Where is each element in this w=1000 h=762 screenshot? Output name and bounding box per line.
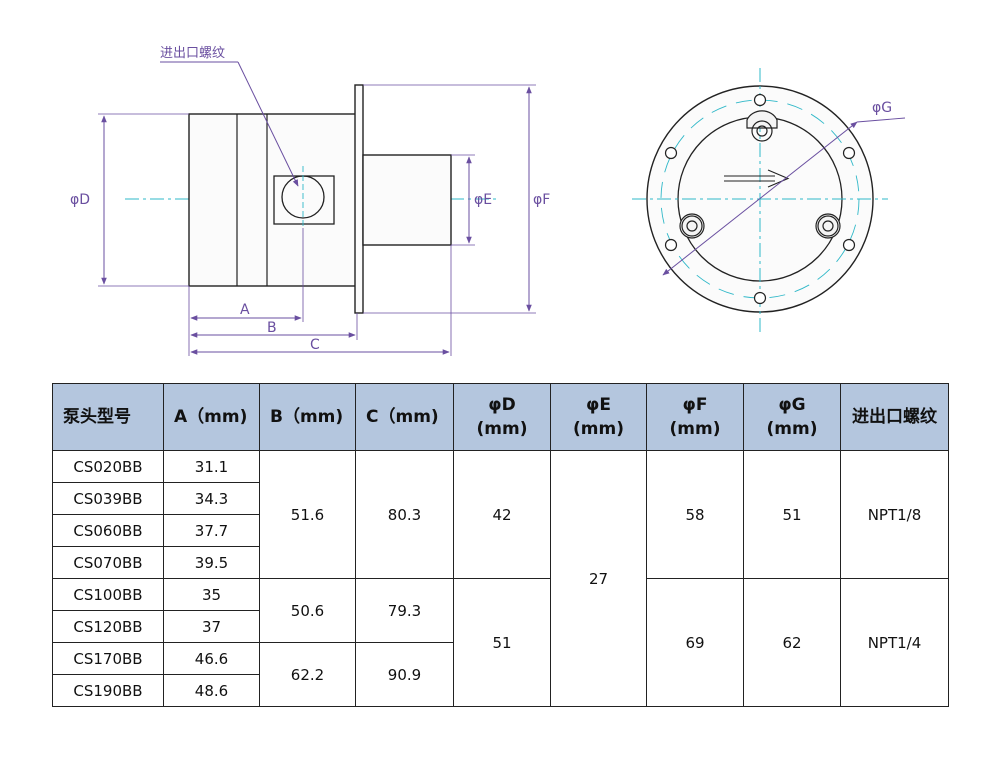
cell-model: CS190BB [52,674,164,707]
col-header-thread: 进出口螺纹 [840,383,949,451]
table-row: CS060BB 37.7 [52,514,949,547]
dim-label-B: B [267,320,277,336]
dim-label-E: φE [474,192,492,208]
col-header-E: φE(mm) [550,383,647,451]
inlet-thread-label: 进出口螺纹 [160,46,225,61]
cell-A: 39.5 [163,546,260,579]
cell-D: 51 [453,578,551,707]
spec-table: 泵头型号 A（mm) B（mm) C（mm) φD(mm) φE(mm) φF(… [52,383,949,707]
cell-model: CS020BB [52,450,164,483]
table-row: CS190BB 48.6 [52,674,949,707]
cell-C: 80.3 [355,450,454,579]
col-header-A: A（mm) [163,383,260,451]
cell-C: 90.9 [355,642,454,707]
cell-A: 35 [163,578,260,611]
cell-model: CS039BB [52,482,164,515]
cell-A: 48.6 [163,674,260,707]
table-row: CS100BB 35 50.6 79.3 51 69 62 NPT1/4 [52,578,949,707]
cell-thread: NPT1/8 [840,450,949,579]
col-header-B: B（mm) [259,383,356,451]
cell-F: 58 [646,450,744,579]
cell-model: CS070BB [52,546,164,579]
cell-G: 51 [743,450,841,579]
col-header-C: C（mm) [355,383,454,451]
cell-B: 51.6 [259,450,356,579]
table-header-row: 泵头型号 A（mm) B（mm) C（mm) φD(mm) φE(mm) φF(… [52,383,949,451]
dim-label-F: φF [533,192,550,208]
dim-label-C: C [310,337,320,353]
cell-C: 79.3 [355,578,454,643]
dim-label-A: A [240,302,250,318]
cell-model: CS170BB [52,642,164,675]
cell-F: 69 [646,578,744,707]
dim-label-G: φG [872,100,892,116]
table-row: CS170BB 46.6 62.2 90.9 [52,642,949,707]
table-row: CS039BB 34.3 [52,482,949,515]
cell-A: 37.7 [163,514,260,547]
col-header-F: φF(mm) [646,383,744,451]
dim-label-D: φD [70,192,90,208]
table-row: CS120BB 37 [52,610,949,643]
table-row: CS070BB 39.5 [52,546,949,579]
front-view: φG [632,68,906,332]
side-view: φD φE φF A B C 进出口螺纹 [66,46,550,356]
cell-B: 50.6 [259,578,356,643]
cell-D: 42 [453,450,551,579]
col-header-D: φD(mm) [453,383,551,451]
cell-A: 31.1 [163,450,260,483]
table-row: CS020BB 31.1 51.6 80.3 42 27 58 51 NPT1/… [52,450,949,707]
cell-G: 62 [743,578,841,707]
cell-model: CS120BB [52,610,164,643]
cell-thread: NPT1/4 [840,578,949,707]
cell-A: 37 [163,610,260,643]
cell-B: 62.2 [259,642,356,707]
col-header-G: φG(mm) [743,383,841,451]
cell-model: CS060BB [52,514,164,547]
cell-E: 27 [550,450,647,707]
cell-A: 46.6 [163,642,260,675]
col-header-model: 泵头型号 [52,383,164,451]
cell-A: 34.3 [163,482,260,515]
technical-drawing: φD φE φF A B C 进出口螺纹 [66,46,906,356]
cell-model: CS100BB [52,578,164,611]
